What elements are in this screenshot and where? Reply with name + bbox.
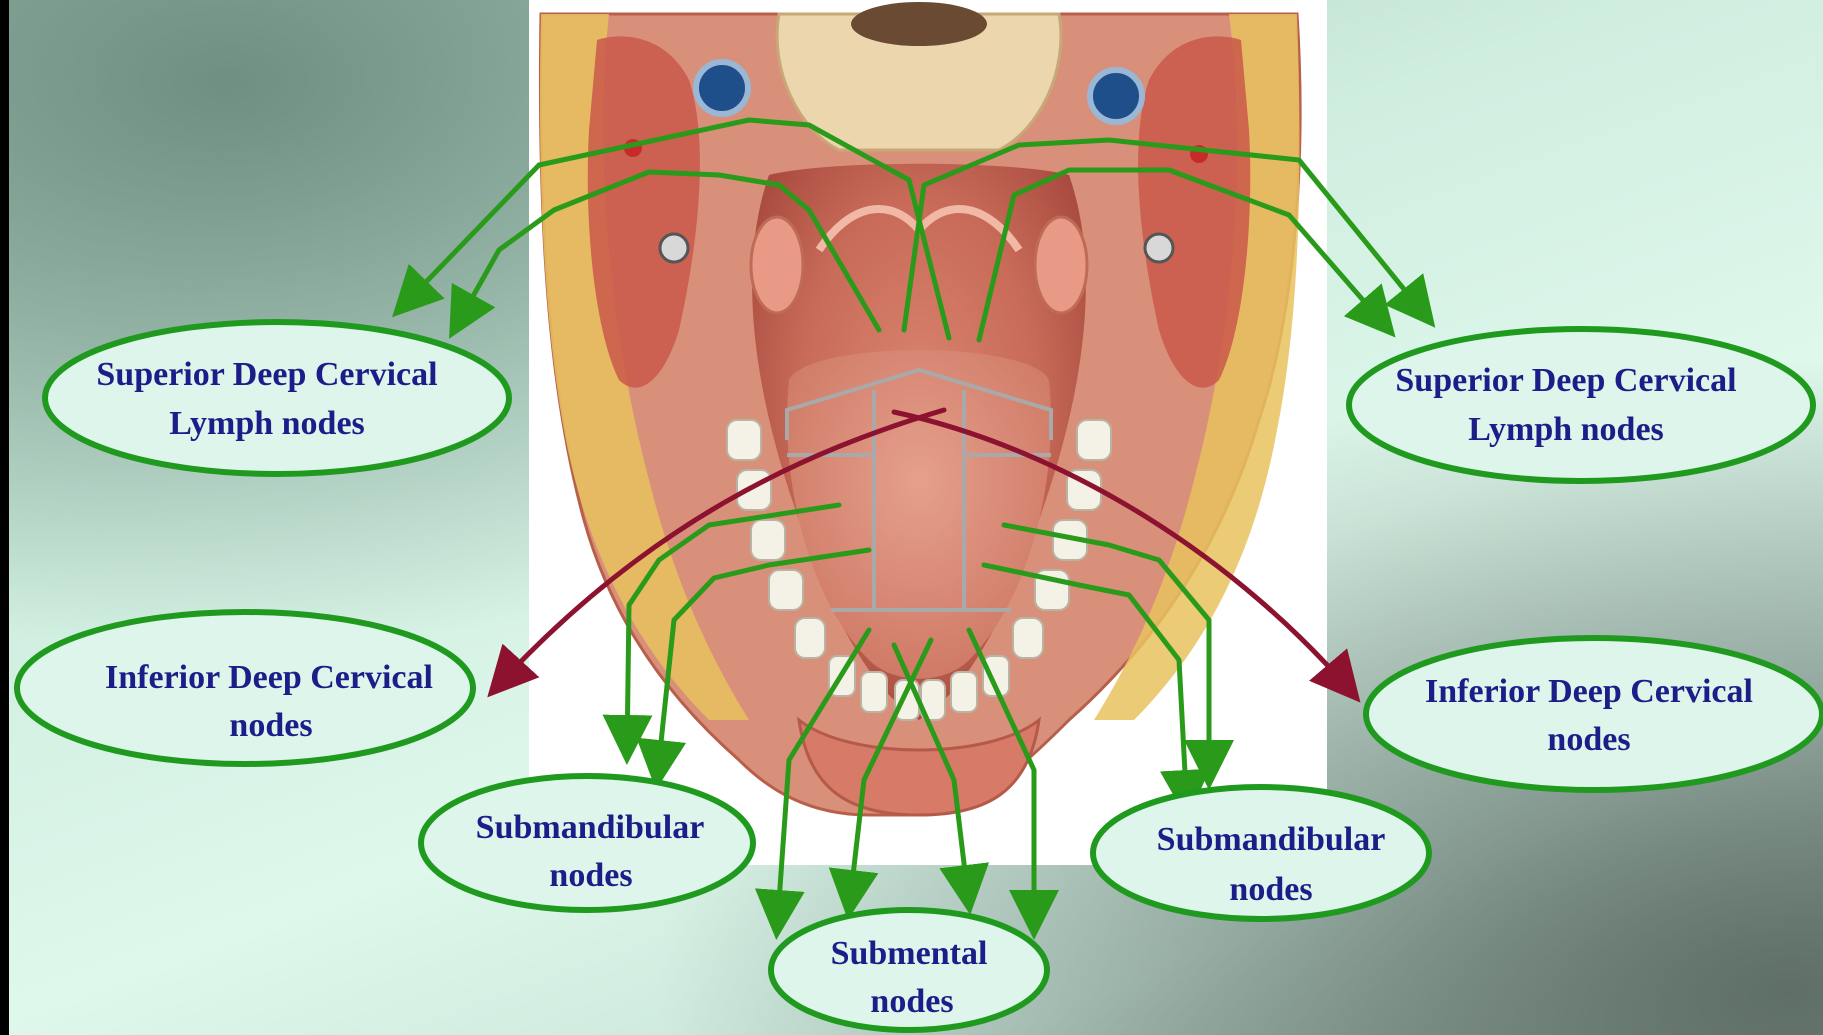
node-label-line2: Lymph nodes: [1468, 411, 1664, 448]
node-ellipse: [1349, 329, 1813, 481]
node-label-line1: Inferior Deep Cervical: [1425, 673, 1753, 710]
node-ellipse: [1366, 638, 1822, 790]
node-label-line2: nodes: [549, 857, 632, 894]
node-label-line2: Lymph nodes: [169, 405, 365, 442]
node-label-line1: Superior Deep Cervical: [1395, 362, 1736, 399]
node-label-line1: Submandibular: [1157, 821, 1386, 858]
node-label-line1: Submental: [831, 935, 988, 972]
node-inferior-right: Inferior Deep Cervical nodes: [1366, 638, 1822, 790]
node-label-line2: nodes: [870, 983, 953, 1020]
node-label-line2: nodes: [1547, 721, 1630, 758]
node-label-line1: Superior Deep Cervical: [96, 356, 437, 393]
node-superior-right: Superior Deep Cervical Lymph nodes: [1349, 329, 1813, 481]
node-superior-left: Superior Deep Cervical Lymph nodes: [45, 322, 509, 474]
node-label-line1: Inferior Deep Cervical: [105, 659, 433, 696]
node-submental: Submental nodes: [771, 910, 1047, 1030]
lymph-drainage-diagram: Superior Deep Cervical Lymph nodes Super…: [9, 0, 1823, 1035]
node-label-line2: nodes: [229, 707, 312, 744]
node-ellipse: [45, 322, 509, 474]
node-submandibular-left: Submandibular nodes: [421, 776, 753, 910]
node-label-line2: nodes: [1229, 871, 1312, 908]
node-label-line1: Submandibular: [476, 809, 705, 846]
node-submandibular-right: Submandibular nodes: [1093, 787, 1429, 919]
node-inferior-left: Inferior Deep Cervical nodes: [17, 612, 473, 764]
